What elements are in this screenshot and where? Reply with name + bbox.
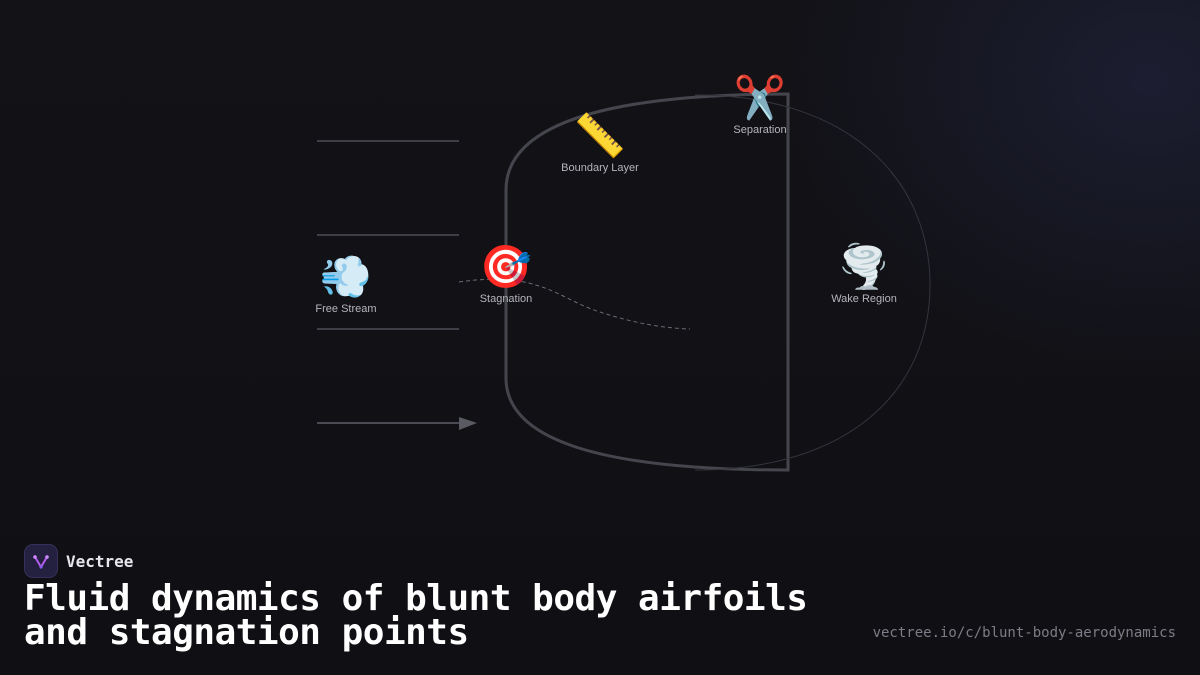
blunt-body — [504, 92, 790, 472]
node-stagnation: 🎯 Stagnation — [436, 242, 576, 306]
wake-outline — [694, 94, 931, 471]
target-icon: 🎯 — [479, 242, 533, 291]
brand: Vectree — [24, 544, 133, 578]
node-wake-region: 🌪️ Wake Region — [794, 242, 934, 306]
node-free-stream: 💨 Free Stream — [276, 252, 416, 316]
wind-icon: 💨 — [319, 252, 373, 301]
stagnation-streamline — [458, 278, 691, 330]
source-url[interactable]: vectree.io/c/blunt-body-aerodynamics — [872, 625, 1176, 641]
brand-name: Vectree — [66, 551, 134, 571]
page-title: Fluid dynamics of blunt body airfoils an… — [24, 578, 808, 653]
node-boundary-layer: 📏 Boundary Layer — [530, 111, 670, 175]
node-label: Wake Region — [831, 293, 897, 305]
node-separation: ✂️ Separation — [690, 73, 830, 137]
node-label: Stagnation — [479, 293, 533, 305]
tornado-icon: 🌪️ — [837, 242, 891, 291]
scissors-icon: ✂️ — [733, 73, 787, 122]
node-label: Separation — [733, 124, 787, 136]
node-label: Free Stream — [315, 303, 377, 315]
vectree-logo-icon — [24, 544, 58, 578]
flow-arrowhead — [459, 417, 477, 430]
node-label: Boundary Layer — [561, 162, 639, 174]
ruler-icon: 📏 — [573, 111, 627, 160]
